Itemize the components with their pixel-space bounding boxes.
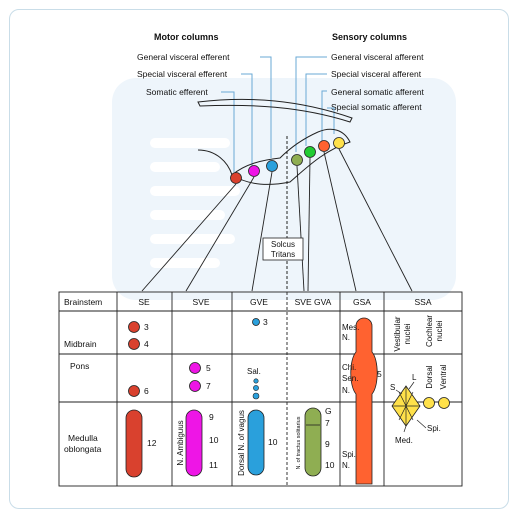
ssa-label: Special somatic afferent: [331, 102, 422, 112]
gve-label: General visceral efferent: [137, 52, 230, 62]
row-pons: Pons: [70, 361, 89, 371]
se-column-dot: [230, 172, 242, 184]
spinal-vestibular-label: Spi.: [427, 424, 441, 433]
spinal-trigeminal-label-1: Spi.: [342, 450, 356, 459]
cn-6-label: 6: [144, 386, 149, 396]
chief-sensory-label-3: N.: [342, 386, 350, 395]
vestibular-label-1: Vestibular: [393, 316, 402, 351]
vestibular-label-2: nuclei: [403, 323, 412, 344]
facial-motor-nucleus: [189, 380, 201, 392]
gve-nuclei: 3 Sal. Dorsal N. of vagus 10: [237, 317, 278, 476]
vestibular-divisions: [392, 381, 427, 433]
mesencephalic-label-2: N.: [342, 333, 350, 342]
cn-3-gve-label: 3: [263, 317, 268, 327]
nucleus-ambiguus-label: N. Ambiguus: [176, 420, 185, 465]
gve-column-dot: [266, 160, 278, 172]
dorsal-vagal-nucleus: [247, 409, 265, 476]
cn-3-label: 3: [144, 322, 149, 332]
header-gve: GVE: [250, 297, 268, 307]
nuclei-table-grid: [58, 291, 463, 487]
sve-label: Special visceral efferent: [137, 69, 228, 79]
superior-vestibular-label: S: [390, 383, 395, 392]
medial-vestibular-label: Med.: [395, 436, 413, 445]
gustatory-g-label: G: [325, 406, 332, 416]
cn-9-sve-label: 9: [209, 412, 214, 422]
cn-7-gva-label: 7: [325, 418, 330, 428]
header-sve-gva: SVE GVA: [295, 297, 332, 307]
cn-12-label: 12: [147, 438, 157, 448]
trochlear-nucleus: [128, 338, 140, 350]
outer-frame: [9, 9, 509, 509]
row-medulla: Medulla: [68, 433, 98, 443]
solitary-nucleus-body: [304, 407, 322, 477]
se-label: Somatic efferent: [146, 87, 208, 97]
motor-trigeminal-nucleus: [189, 362, 201, 374]
salivatory-label: Sal.: [247, 367, 261, 376]
cn-10-gve-label: 10: [268, 437, 278, 447]
gva-label: General visceral afferent: [331, 52, 424, 62]
hypoglossal-nucleus: [125, 409, 143, 478]
dorsal-cochlear-nucleus: [423, 397, 435, 409]
header-se: SE: [138, 297, 150, 307]
nucleus-ambiguus: [185, 409, 203, 477]
dorsal-label: Dorsal: [425, 365, 434, 388]
oculomotor-nucleus: [128, 321, 140, 333]
lateral-vestibular-label: L: [412, 373, 417, 382]
header-sve: SVE: [192, 297, 209, 307]
leader-lines: [221, 56, 335, 172]
salivatory-dot-1: [253, 378, 259, 384]
gsa-column-dot: [318, 140, 330, 152]
watermark: [112, 78, 456, 300]
cn-5-gsa-label: 5: [377, 369, 382, 379]
ssa-nuclei: Vestibular nuclei Cochlear nuclei Dorsal…: [390, 315, 450, 445]
solitarius-label: N. of tractus solitarius: [296, 416, 302, 469]
cn-7-motor-label: 7: [206, 381, 211, 391]
sve-column-dot: [248, 165, 260, 177]
gsa-label: General somatic afferent: [331, 87, 425, 97]
trigeminal-sensory-nuclei: Mes. N. Chi. Sen. N. 5 Spi. N.: [342, 317, 382, 485]
mesencephalic-label-1: Mes.: [342, 323, 359, 332]
sva-column-dot: [291, 154, 303, 166]
sva-label: Special visceral afferent: [331, 69, 422, 79]
cochlear-label-2: nuclei: [435, 320, 444, 341]
sulcus-label-box: [262, 237, 304, 261]
projection-lines: [141, 148, 413, 292]
cn-10-gva-label: 10: [325, 460, 335, 470]
cn-10-sve-label: 10: [209, 435, 219, 445]
solitary-nucleus: N. of tractus solitarius G 7 9 10: [296, 406, 335, 477]
ssa-column-dot: [333, 137, 345, 149]
header-gsa: GSA: [353, 297, 371, 307]
cn-4-label: 4: [144, 339, 149, 349]
header-ssa: SSA: [414, 297, 431, 307]
dorsal-vagus-label: Dorsal N. of vagus: [237, 410, 246, 476]
trigeminal-sensory-column: [350, 317, 378, 485]
sulcus-label-line2: Tritans: [271, 250, 295, 259]
edinger-westphal-nucleus: [252, 318, 260, 326]
sve-nuclei: 5 7 N. Ambiguus 9 10 11: [176, 362, 219, 477]
abducens-nucleus: [128, 385, 140, 397]
section-column-dots: [230, 137, 345, 184]
se-nuclei: 3 4 6 12: [125, 321, 157, 478]
ventral-label: Ventral: [439, 364, 448, 389]
sensory-columns-heading: Sensory columns: [332, 32, 407, 42]
salivatory-dot-2: [253, 385, 259, 391]
row-oblongata: oblongata: [64, 444, 102, 454]
spinal-trigeminal-label-2: N.: [342, 461, 350, 470]
row-midbrain: Midbrain: [64, 339, 97, 349]
cn-5-motor-label: 5: [206, 363, 211, 373]
ventral-cochlear-nucleus: [438, 397, 450, 409]
gva-column-dot: [304, 146, 316, 158]
chief-sensory-label-2: Sen.: [342, 374, 358, 383]
salivatory-dot-3: [252, 392, 260, 400]
cn-9-gva-label: 9: [325, 439, 330, 449]
cn-11-sve-label: 11: [209, 460, 218, 470]
header-brainstem: Brainstem: [64, 297, 102, 307]
chief-sensory-label-1: Chi.: [342, 363, 356, 372]
motor-columns-heading: Motor columns: [154, 32, 219, 42]
sulcus-label-line1: Solcus: [271, 240, 295, 249]
cochlear-label-1: Cochlear: [425, 315, 434, 347]
